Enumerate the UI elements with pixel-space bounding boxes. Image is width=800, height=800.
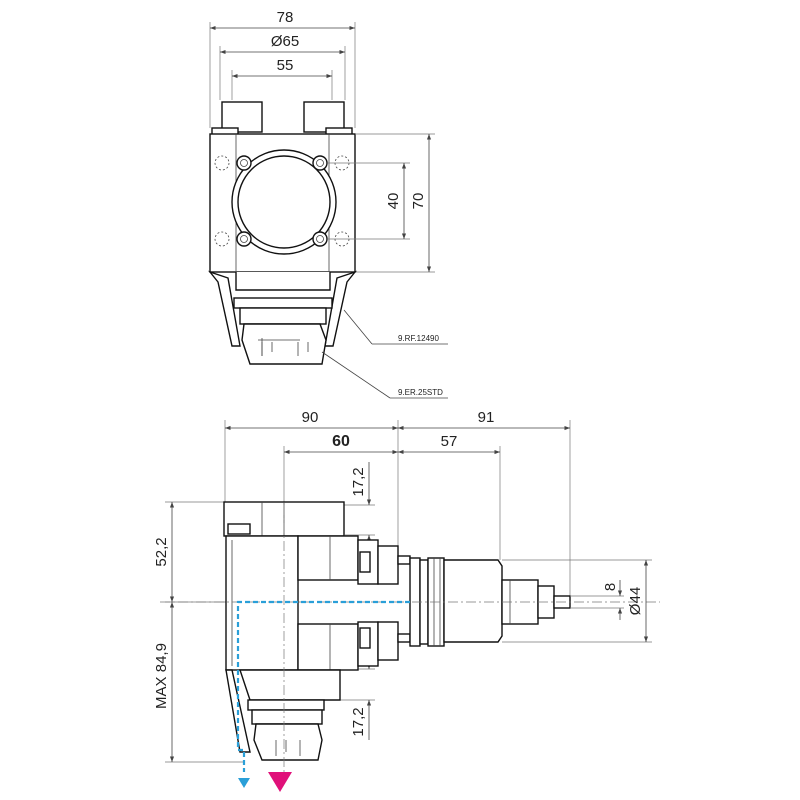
dimension-bolt-spacing-v: 40 xyxy=(328,162,410,240)
dimension-label-55: 55 xyxy=(277,57,294,74)
dimension-label-17-2-upper: 17,2 xyxy=(350,467,367,496)
lower-nut xyxy=(251,709,323,725)
left-clip xyxy=(207,270,241,347)
dimension-width-overall: 78 xyxy=(209,9,356,128)
upper-key xyxy=(359,551,371,573)
coolant-outlet-arrow-icon xyxy=(238,778,250,788)
top-view: 78 Ø65 55 xyxy=(207,9,448,399)
flange-bore xyxy=(237,155,331,249)
bearing-upper-block xyxy=(297,535,359,581)
dimension-shank-pilot: 8 xyxy=(570,580,624,620)
lower-flange xyxy=(377,621,399,661)
dimension-label-8: 8 xyxy=(602,583,619,591)
dimension-flange-diameter: Ø65 xyxy=(219,33,346,100)
lower-housing xyxy=(239,669,341,701)
dimension-label-40: 40 xyxy=(385,193,402,210)
lower-key xyxy=(359,627,371,649)
collet-body xyxy=(241,323,327,365)
top-left-lug xyxy=(221,101,263,133)
dimension-label-78: 78 xyxy=(277,9,294,26)
dimension-shank-diameter: Ø44 xyxy=(502,559,652,643)
bearing-lower-block xyxy=(297,623,359,671)
dimension-bolt-spacing-h: 55 xyxy=(231,57,333,100)
callout-collet: 9.ER.25STD xyxy=(321,351,448,399)
bolt-holes xyxy=(214,155,350,247)
clamping-nut xyxy=(239,307,327,325)
dimension-upper-height: 52,2 xyxy=(153,501,230,603)
dimension-label-60: 60 xyxy=(332,433,350,450)
lower-collet xyxy=(253,723,323,761)
callout-clamping-nut: 9.RF.12490 xyxy=(343,309,448,345)
dimension-label-57: 57 xyxy=(441,433,458,450)
shank-cylinder xyxy=(443,559,503,643)
dimension-overall-width: 90 xyxy=(224,409,399,560)
dimension-label-17-2-lower: 17,2 xyxy=(350,707,367,736)
dimension-label-d65: Ø65 xyxy=(271,33,299,50)
dimension-label-max-84-9: MAX 84,9 xyxy=(153,643,170,709)
dimension-label-d44: Ø44 xyxy=(627,587,644,615)
callout-label-9rf12490: 9.RF.12490 xyxy=(398,334,439,343)
upper-flange xyxy=(377,545,399,585)
dimension-label-52-2: 52,2 xyxy=(153,537,170,566)
dimension-shank-length-total: 91 xyxy=(398,409,571,600)
side-upper-clip xyxy=(227,523,251,535)
side-view: 90 91 60 57 17,2 xyxy=(153,409,660,792)
dimension-shank-length: 57 xyxy=(398,433,501,560)
callout-label-9er25std: 9.ER.25STD xyxy=(398,388,443,397)
dimension-max-lower-height: MAX 84,9 xyxy=(153,602,245,763)
dimension-center-to-spindle: 60 xyxy=(283,433,398,505)
dimension-label-70: 70 xyxy=(410,193,427,210)
right-clip xyxy=(324,270,358,347)
lower-screw-head xyxy=(397,633,411,643)
lower-nut-top xyxy=(247,699,325,711)
upper-screw-head xyxy=(397,555,411,565)
cutting-direction-marker-icon xyxy=(268,772,292,792)
dimension-body-height: 70 xyxy=(355,133,435,273)
coolant-path xyxy=(236,600,410,772)
top-view-neck xyxy=(235,272,331,291)
dimension-label-90: 90 xyxy=(302,409,319,426)
top-right-lug xyxy=(303,101,345,133)
dimension-label-91: 91 xyxy=(478,409,495,426)
clamping-nut-top xyxy=(233,297,333,309)
